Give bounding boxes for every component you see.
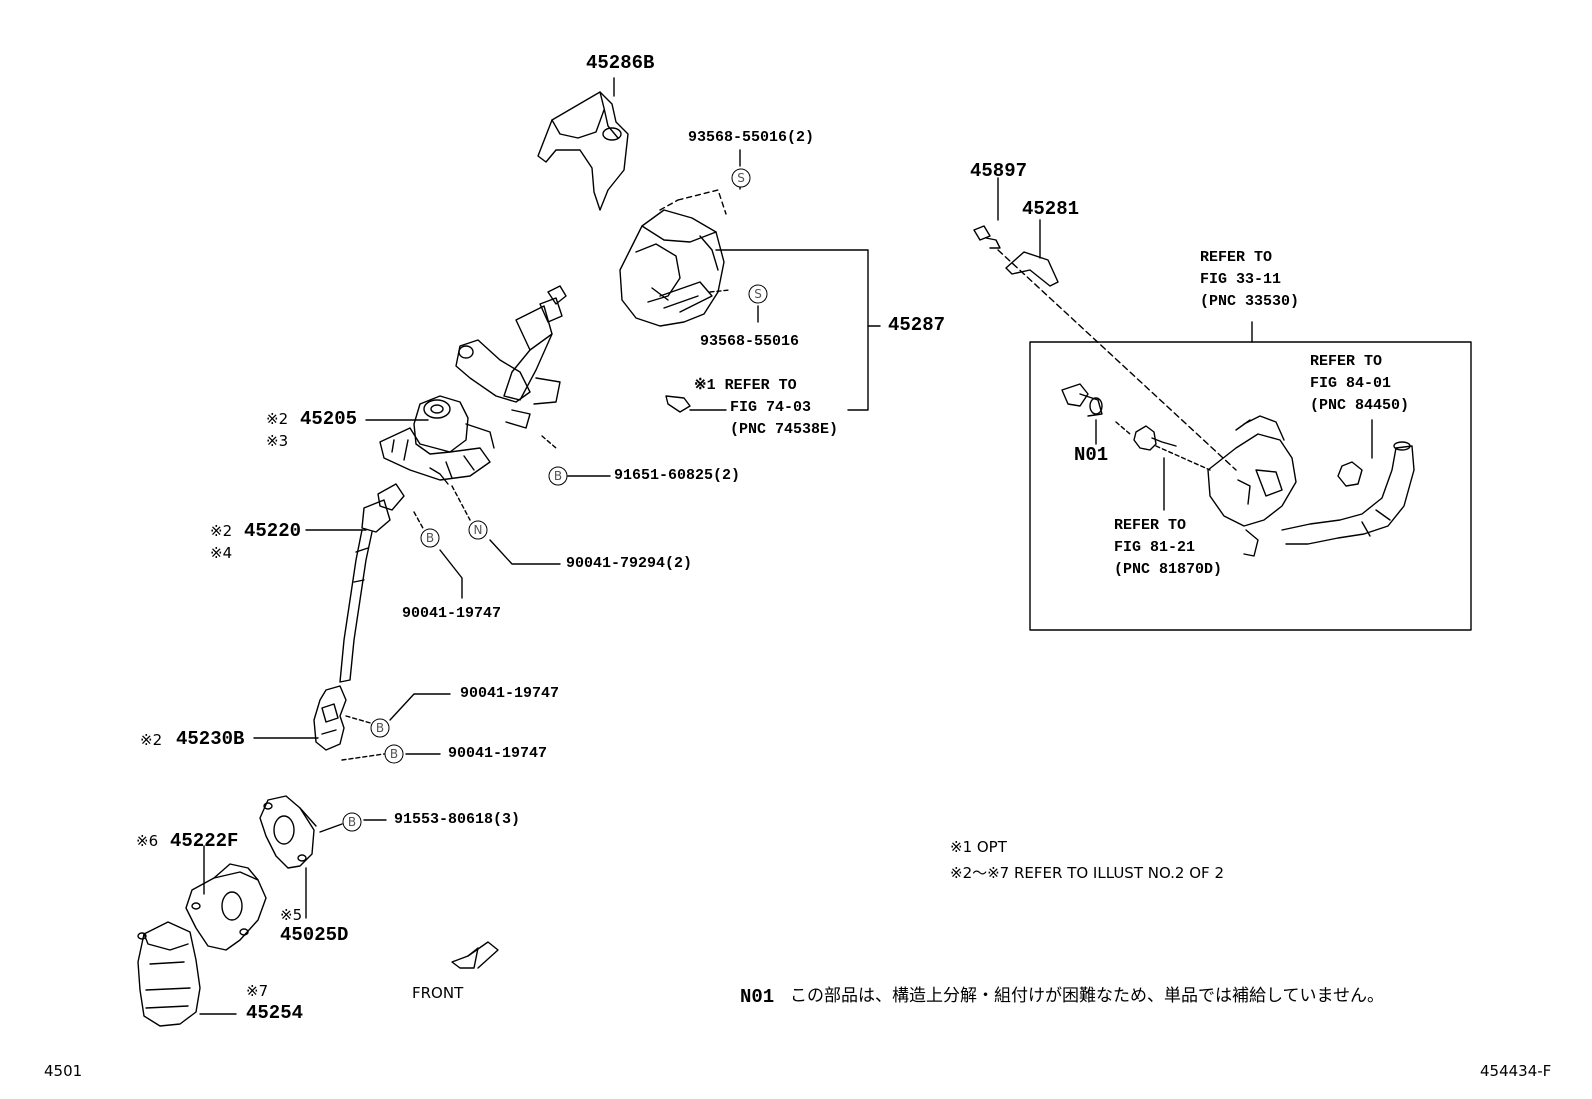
part-number-93568-55016: 93568-55016 bbox=[700, 333, 800, 350]
refer-fig-33-line2: FIG 33-11 bbox=[1200, 271, 1282, 288]
callout-s-1 bbox=[731, 168, 751, 188]
inset-box bbox=[1029, 341, 1472, 631]
note-mark-45205-a: ※2 bbox=[266, 410, 289, 428]
callout-markers bbox=[342, 168, 768, 832]
refer-fig-84-line1: REFER TO bbox=[1310, 353, 1383, 370]
n01-note-text: この部品は、構造上分解・組付けが困難なため、単品では補給していません。 bbox=[790, 986, 1384, 1006]
lower-column-cover bbox=[619, 209, 725, 327]
note-mark-45220-a: ※2 bbox=[210, 522, 233, 540]
callout-b-3 bbox=[370, 718, 390, 738]
bracket-45281 bbox=[1005, 251, 1059, 287]
part-number-45220: 45220 bbox=[244, 520, 302, 542]
front-arrow-icon bbox=[451, 947, 479, 969]
callout-s-1-text: S bbox=[737, 171, 745, 185]
callout-s-2 bbox=[748, 284, 768, 304]
steering-column-hole-cover bbox=[185, 863, 267, 951]
refer-fig-81-line2: FIG 81-21 bbox=[1114, 539, 1196, 556]
callout-n-1-text: N bbox=[474, 523, 483, 537]
note-mark-45254: ※7 bbox=[246, 982, 269, 1000]
intermediate-shaft bbox=[339, 483, 405, 683]
dust-cover-plate bbox=[259, 795, 317, 869]
refer-fig-84-line3: (PNC 84450) bbox=[1310, 397, 1410, 414]
callout-b-2 bbox=[420, 528, 440, 548]
part-number-45287: 45287 bbox=[888, 314, 946, 336]
opt-part-74538e bbox=[665, 395, 691, 413]
refer-fig-81-line3: (PNC 81870D) bbox=[1114, 561, 1223, 578]
footer-left-code: 4501 bbox=[44, 1062, 83, 1080]
refer-fig-33-line3: (PNC 33530) bbox=[1200, 293, 1300, 310]
callout-b-1 bbox=[548, 466, 568, 486]
part-number-45230b: 45230B bbox=[176, 728, 245, 750]
part-number-90041-79294: 90041-79294(2) bbox=[566, 555, 693, 572]
callout-b-5 bbox=[342, 812, 362, 832]
callout-b-3-text: B bbox=[376, 721, 384, 735]
part-number-91553-80618: 91553-80618(3) bbox=[394, 811, 521, 828]
n01-note-code: N01 bbox=[740, 986, 775, 1008]
n01-part bbox=[1061, 383, 1103, 417]
part-number-45286b: 45286B bbox=[586, 52, 655, 74]
callout-b-4 bbox=[384, 744, 404, 764]
callout-b-1-text: B bbox=[554, 469, 562, 483]
steering-column-assembly bbox=[379, 285, 567, 485]
refer-fig-33-line1: REFER TO bbox=[1200, 249, 1273, 266]
refer-fig-74-line3: (PNC 74538E) bbox=[730, 421, 839, 438]
part-number-90041-19747-a: 90041-19747 bbox=[402, 605, 502, 622]
front-label: FRONT bbox=[412, 984, 464, 1002]
bolt-45897 bbox=[973, 225, 1001, 249]
refer-fig-81-line1: REFER TO bbox=[1114, 517, 1187, 534]
note-opt: ※1 OPT bbox=[950, 838, 1007, 856]
note-mark-45230b: ※2 bbox=[140, 731, 163, 749]
part-number-90041-19747-b: 90041-19747 bbox=[460, 685, 560, 702]
callout-b-2-text: B bbox=[426, 531, 434, 545]
cover-screw-guide bbox=[677, 189, 727, 215]
refer-fig-84-line2: FIG 84-01 bbox=[1310, 375, 1392, 392]
universal-joint-yoke bbox=[313, 685, 347, 751]
upper-column-cover bbox=[537, 91, 629, 211]
note-mark-45222f: ※6 bbox=[136, 832, 159, 850]
part-number-93568-55016-2: 93568-55016(2) bbox=[688, 129, 815, 146]
part-number-45222f: 45222F bbox=[170, 830, 239, 852]
refer-fig-74-line1: ※1 REFER TO bbox=[694, 377, 797, 394]
note-mark-45205-b: ※3 bbox=[266, 432, 289, 450]
part-n01-label: N01 bbox=[1074, 444, 1109, 466]
footer-right-code: 454434-F bbox=[1480, 1062, 1552, 1080]
part-number-45281: 45281 bbox=[1022, 198, 1080, 220]
callout-s-2-text: S bbox=[754, 287, 762, 301]
note-mark-45025d: ※5 bbox=[280, 906, 303, 924]
hole-cover bbox=[137, 921, 201, 1027]
part-number-90041-19747-c: 90041-19747 bbox=[448, 745, 548, 762]
note-mark-45220-b: ※4 bbox=[210, 544, 233, 562]
part-number-45205: 45205 bbox=[300, 408, 358, 430]
note-refer-illust: ※2～※7 REFER TO ILLUST NO.2 OF 2 bbox=[950, 864, 1224, 882]
part-number-45254: 45254 bbox=[246, 1002, 304, 1024]
part-number-45025d: 45025D bbox=[280, 924, 349, 946]
callout-b-4-text: B bbox=[390, 747, 398, 761]
callout-b-5-text: B bbox=[348, 815, 356, 829]
callout-n-1 bbox=[468, 520, 488, 540]
part-number-91651-60825: 91651-60825(2) bbox=[614, 467, 741, 484]
inset-column-assembly bbox=[1115, 415, 1415, 557]
part-number-45897: 45897 bbox=[970, 160, 1028, 182]
refer-fig-74-line2: FIG 74-03 bbox=[730, 399, 812, 416]
